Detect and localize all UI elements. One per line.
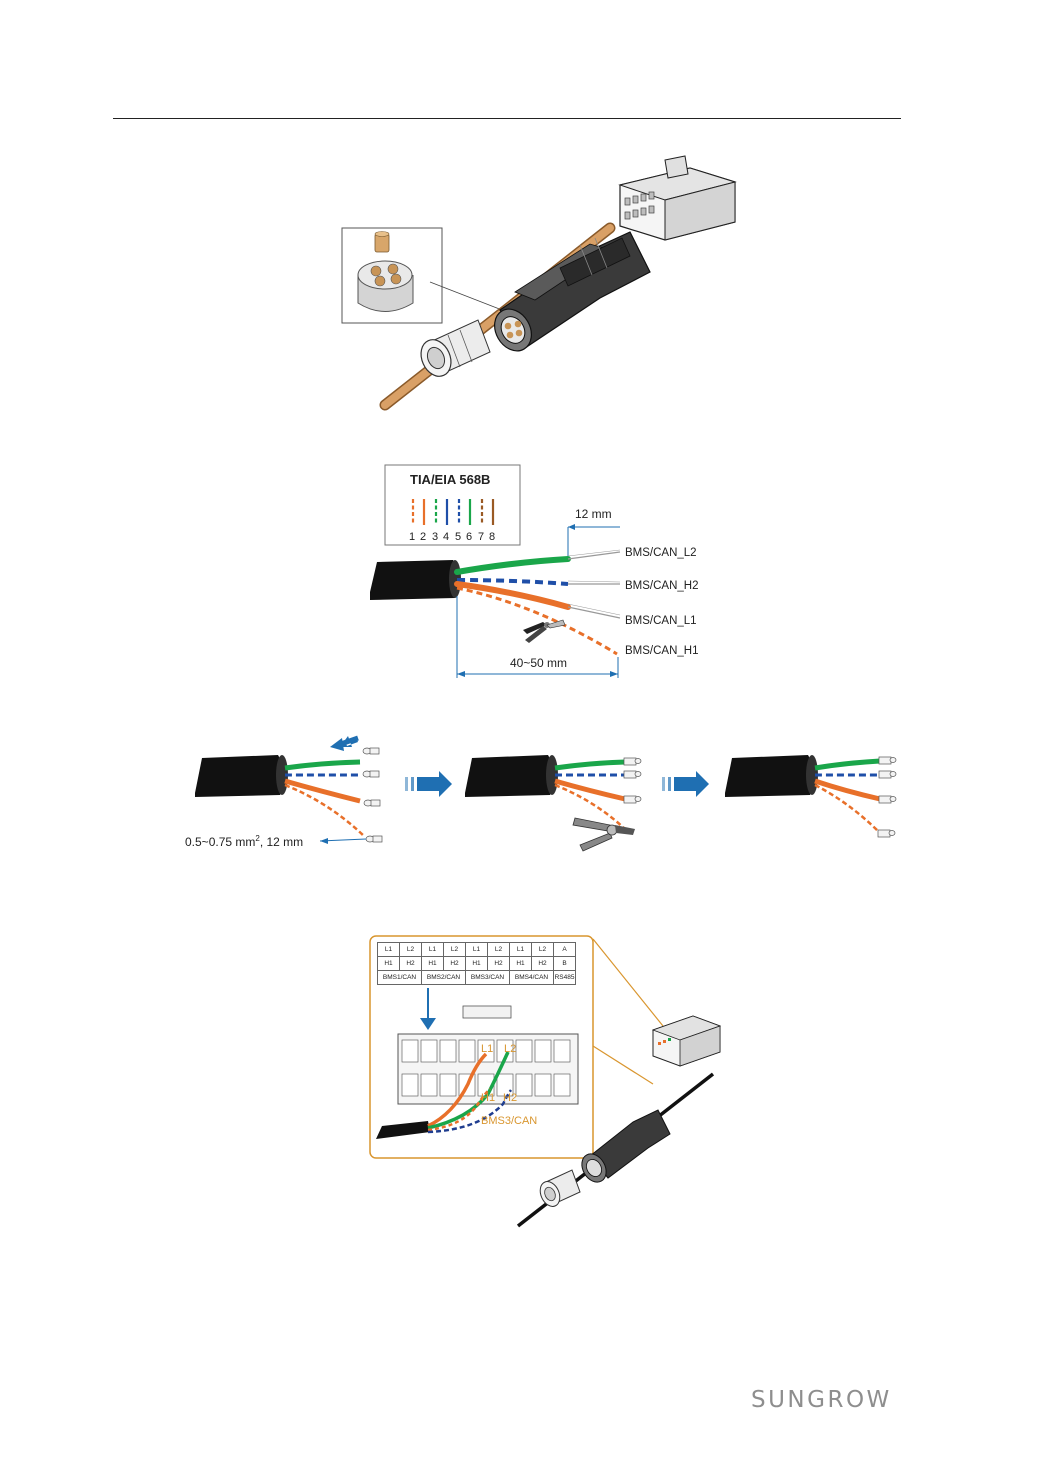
- wire-label: BMS/CAN_H1: [625, 645, 699, 657]
- next-step-arrow-icon: [662, 771, 709, 797]
- strip-length-label: 12 mm: [575, 507, 612, 521]
- pin-number: 3: [432, 531, 438, 543]
- table-cell: L1: [422, 943, 444, 957]
- sealing-nut: [536, 1170, 580, 1210]
- terminal-plug: [653, 1016, 720, 1066]
- crimping-tool-icon: [573, 818, 635, 851]
- connector-housing: [487, 232, 650, 358]
- crimp-step-1: [195, 736, 382, 844]
- table-cell: L2: [532, 943, 554, 957]
- wire-label: BMS/CAN_H2: [625, 580, 699, 592]
- seal-detail-inset: [342, 228, 442, 323]
- wire-blue-dashed: [457, 580, 568, 584]
- sungrow-logo: SUNGROW: [751, 1384, 901, 1414]
- table-row: BMS1/CAN BMS2/CAN BMS3/CAN BMS4/CAN RS48…: [378, 971, 576, 985]
- pin-number: 2: [420, 531, 426, 543]
- wire-green: [457, 559, 568, 572]
- header-rule: [113, 118, 901, 119]
- ferrule-spec-label: 0.5~0.75 mm2, 12 mm: [185, 834, 303, 849]
- table-cell: BMS3/CAN: [466, 971, 510, 985]
- ferrule-crimp-figure: 0.5~0.75 mm2, 12 mm: [180, 733, 910, 855]
- standard-title: TIA/EIA 568B: [410, 472, 490, 487]
- terminal-assignment-table: L1 L2 L1 L2 L1 L2 L1 L2 A H1 H2 H1 H2 H1…: [377, 942, 576, 985]
- table-cell: L1: [378, 943, 400, 957]
- terminal-h2-label: H2: [503, 1092, 517, 1104]
- crimp-step-2: [465, 755, 641, 851]
- table-cell: L2: [444, 943, 466, 957]
- table-cell: L2: [400, 943, 422, 957]
- cable-stripping-figure: TIA/EIA 568B 1 2 3 4 5 6 7 8 12 mm: [365, 462, 725, 687]
- wire-label: BMS/CAN_L2: [625, 547, 697, 559]
- table-cell: L1: [510, 943, 532, 957]
- table-cell: B: [554, 957, 576, 971]
- terminal-l1-label: L1: [481, 1043, 493, 1055]
- table-cell: A: [554, 943, 576, 957]
- table-cell: BMS2/CAN: [422, 971, 466, 985]
- table-cell: H1: [422, 957, 444, 971]
- pin-number: 4: [443, 531, 449, 543]
- group-label: BMS3/CAN: [481, 1115, 537, 1127]
- pin-number: 8: [489, 531, 495, 543]
- table-cell: L1: [466, 943, 488, 957]
- table-cell: H2: [444, 957, 466, 971]
- table-cell: H2: [488, 957, 510, 971]
- terminal-h1-label: H1: [481, 1092, 495, 1104]
- pin-number: 1: [409, 531, 415, 543]
- table-cell: RS485: [554, 971, 576, 985]
- wire-orange: [457, 584, 568, 607]
- wire-stripper-icon: [523, 620, 565, 643]
- pin-number: 5: [455, 531, 461, 543]
- next-step-arrow-icon: [405, 771, 452, 797]
- crimp-step-3: [725, 755, 896, 837]
- cable-jacket: [370, 560, 459, 600]
- table-cell: H1: [466, 957, 488, 971]
- table-row: H1 H2 H1 H2 H1 H2 H1 H2 B: [378, 957, 576, 971]
- jacket-length-label: 40~50 mm: [510, 656, 567, 670]
- terminal-plug: [620, 156, 735, 240]
- table-cell: L2: [488, 943, 510, 957]
- logo-text: SUNGROW: [751, 1387, 892, 1413]
- wire-label: BMS/CAN_L1: [625, 615, 697, 627]
- pin-number: 7: [478, 531, 484, 543]
- connector-assembly-figure: [330, 160, 750, 415]
- table-cell: BMS1/CAN: [378, 971, 422, 985]
- pin-number: 6: [466, 531, 472, 543]
- table-cell: H1: [378, 957, 400, 971]
- terminal-l2-label: L2: [504, 1043, 516, 1055]
- table-cell: BMS4/CAN: [510, 971, 554, 985]
- table-cell: H1: [510, 957, 532, 971]
- table-cell: H2: [532, 957, 554, 971]
- table-cell: H2: [400, 957, 422, 971]
- table-row: L1 L2 L1 L2 L1 L2 L1 L2 A: [378, 943, 576, 957]
